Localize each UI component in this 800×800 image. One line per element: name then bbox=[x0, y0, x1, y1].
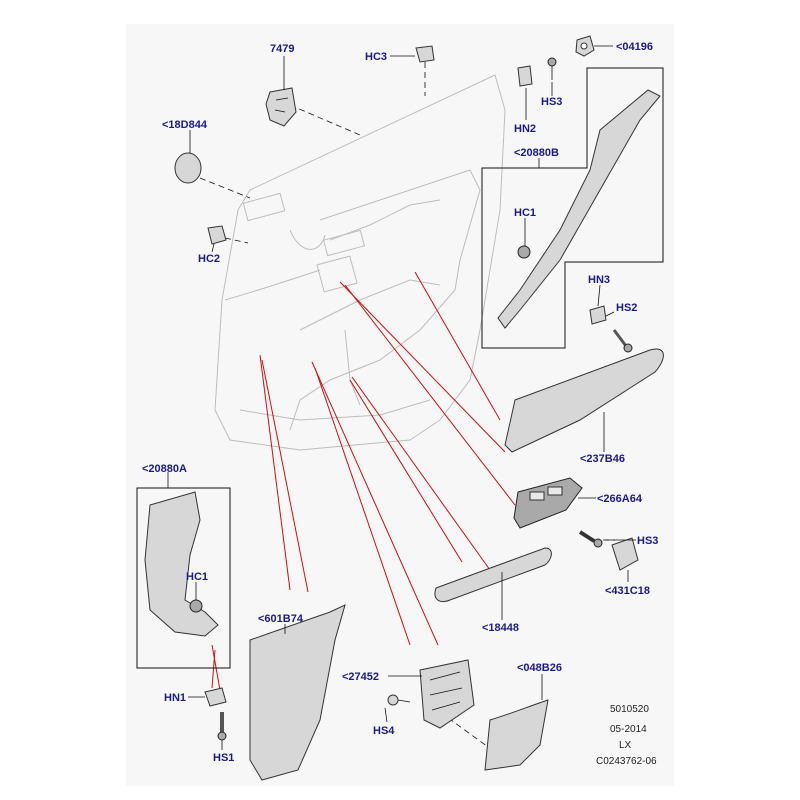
part-labels: 7479 HC3 <04196 HS3 HN2 <18D844 <20880B … bbox=[142, 41, 658, 764]
label-hs4: HS4 bbox=[373, 725, 395, 737]
part-18d844-cap bbox=[174, 152, 202, 184]
label-hc2: HC2 bbox=[198, 253, 220, 265]
red-callout-lines bbox=[211, 271, 516, 691]
part-048b26-cover bbox=[484, 699, 549, 771]
part-hc1-clip-bottom bbox=[189, 599, 203, 613]
label-601b74: <601B74 bbox=[258, 613, 304, 625]
part-237b46-trim bbox=[504, 348, 664, 453]
meta-date: 05-2014 bbox=[610, 724, 647, 735]
label-20880b: <20880B bbox=[514, 147, 559, 159]
label-hc3: HC3 bbox=[365, 51, 387, 63]
meta-model: LX bbox=[619, 740, 632, 751]
label-18d844: <18D844 bbox=[162, 119, 208, 131]
part-04196-bracket bbox=[575, 35, 595, 57]
part-hc2-clip bbox=[207, 225, 227, 245]
label-18448: <18448 bbox=[482, 622, 519, 634]
part-601b74-panel bbox=[249, 604, 346, 781]
part-18448-trim bbox=[434, 547, 552, 602]
label-hs3-top: HS3 bbox=[541, 96, 562, 108]
part-27452-bracket bbox=[419, 659, 475, 729]
label-7479: 7479 bbox=[270, 43, 294, 55]
label-hs2: HS2 bbox=[616, 302, 637, 314]
label-hn1: HN1 bbox=[164, 692, 186, 704]
part-7479-bracket bbox=[265, 87, 297, 127]
door-trim-panel bbox=[214, 74, 506, 451]
part-hs3-screw-mid bbox=[578, 530, 603, 548]
part-266a64-switch bbox=[513, 477, 583, 529]
label-leaders bbox=[167, 45, 636, 750]
drawing-metadata: 5010520 05-2014 LX C0243762-06 bbox=[596, 704, 657, 767]
part-hc3-clip bbox=[415, 45, 435, 63]
label-048b26: <048B26 bbox=[517, 662, 562, 674]
label-hs1: HS1 bbox=[213, 752, 234, 764]
part-hs2-screw bbox=[612, 329, 633, 353]
label-hn2: HN2 bbox=[514, 123, 536, 135]
label-237b46: <237B46 bbox=[580, 453, 625, 465]
label-266a64: <266A64 bbox=[597, 493, 643, 505]
meta-drawing-number: C0243762-06 bbox=[596, 756, 657, 767]
label-hn3: HN3 bbox=[588, 274, 610, 286]
part-hn1-nut bbox=[204, 687, 227, 707]
part-hs3-screw-top bbox=[547, 57, 557, 80]
part-hn2-nut bbox=[517, 65, 533, 87]
label-431c18: <431C18 bbox=[605, 585, 650, 597]
part-20880b-group bbox=[481, 67, 664, 349]
part-hc1-clip-top bbox=[517, 245, 531, 259]
meta-code: 5010520 bbox=[610, 704, 649, 715]
label-hc1-top: HC1 bbox=[514, 207, 536, 219]
label-hc1-bottom: HC1 bbox=[186, 571, 208, 583]
label-27452: <27452 bbox=[342, 671, 379, 683]
label-hs3-mid: HS3 bbox=[637, 535, 658, 547]
part-hs4-screw bbox=[387, 694, 411, 706]
part-hn3-nut bbox=[589, 305, 607, 325]
label-04196: <04196 bbox=[616, 41, 653, 53]
label-20880a: <20880A bbox=[142, 463, 187, 475]
